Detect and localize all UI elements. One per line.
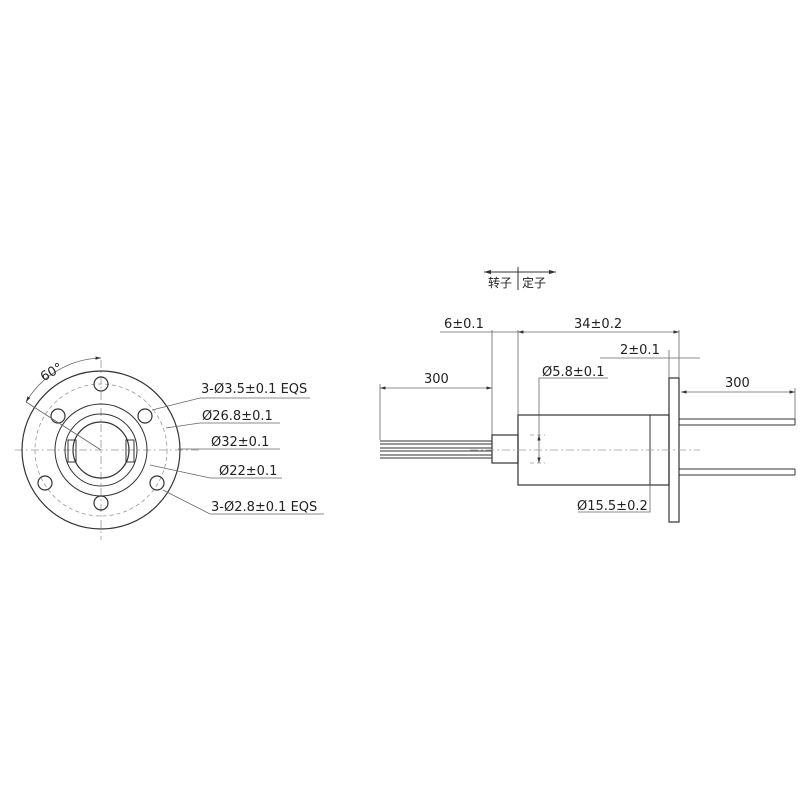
side-view: 转子 定子 6±0.1 34±0.2 2±0.1 300 300 Ø5.8±0.… bbox=[379, 267, 796, 523]
dim-lead-right-label: 300 bbox=[725, 376, 750, 391]
angle-arc bbox=[25, 356, 102, 403]
hole-callout-1: 3-Ø3.5±0.1 EQS bbox=[201, 382, 307, 397]
leader-body-dia bbox=[578, 485, 651, 513]
leader-pcd-inner bbox=[149, 464, 282, 479]
dim-flange-thk-label: 2±0.1 bbox=[620, 343, 660, 358]
hub-inner bbox=[72, 421, 130, 479]
mount-hole bbox=[50, 408, 66, 424]
hub-key-right bbox=[125, 439, 135, 463]
hub-outer bbox=[64, 413, 138, 487]
mount-hole bbox=[37, 475, 53, 491]
mount-hole bbox=[137, 408, 153, 424]
pitch-circle bbox=[34, 383, 168, 517]
front-view: 60° 3-Ø3.5±0.1 EQS Ø26.8±0.1 Ø32±0.1 Ø22… bbox=[15, 356, 324, 540]
hole-callout-2: 3-Ø2.8±0.1 EQS bbox=[211, 500, 317, 515]
dim-body-dia-label: Ø15.5±0.2 bbox=[577, 499, 648, 514]
leader-hole-callout-1 bbox=[151, 397, 310, 411]
leader-hole-callout-2 bbox=[162, 489, 324, 515]
flange-dia-label: Ø32±0.1 bbox=[211, 435, 269, 450]
mount-hole bbox=[93, 495, 109, 511]
flange-outline bbox=[21, 370, 181, 530]
shaft bbox=[491, 434, 519, 464]
pcd-inner-label: Ø22±0.1 bbox=[219, 464, 277, 479]
stator-label: 定子 bbox=[522, 275, 546, 290]
hub-key-left bbox=[67, 439, 77, 463]
mount-hole bbox=[149, 475, 165, 491]
dim-lead-left-label: 300 bbox=[424, 372, 449, 387]
rotor-label: 转子 bbox=[488, 275, 512, 290]
dim-shaft-dia-label: Ø5.8±0.1 bbox=[542, 365, 604, 380]
leader-shaft-dia bbox=[538, 377, 608, 435]
angle-extension bbox=[25, 401, 102, 451]
dim-body-len-label: 34±0.2 bbox=[574, 317, 622, 332]
dim-shaft-len-label: 6±0.1 bbox=[444, 317, 484, 332]
leader-pcd-outer bbox=[165, 422, 280, 429]
pcd-outer-label: Ø26.8±0.1 bbox=[202, 409, 273, 424]
